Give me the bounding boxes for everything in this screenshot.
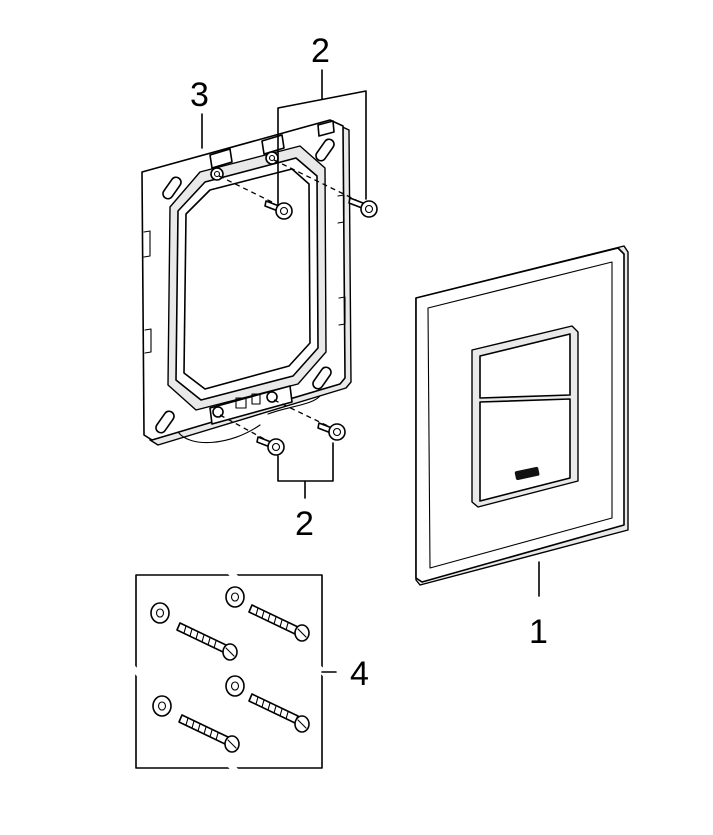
screw-axis-line — [273, 399, 329, 427]
flush-plate-icon — [415, 245, 629, 586]
wall-plug-screw-icon — [225, 586, 310, 642]
callout-wall-kit: 4 — [350, 655, 369, 693]
callout-plate: 1 — [529, 613, 548, 651]
callout-screws-bottom: 2 — [295, 505, 314, 543]
screw-axis-line — [218, 175, 275, 204]
screw-icon — [264, 200, 293, 220]
screw-icon — [348, 197, 378, 218]
screw-axis-line — [273, 159, 357, 201]
callout-frame: 3 — [190, 76, 209, 114]
leader-line-screws-top — [277, 69, 367, 206]
callout-screws-top: 2 — [311, 32, 330, 70]
brand-logo — [514, 466, 540, 481]
wall-plug-screw-icon — [225, 675, 310, 733]
leader-line-screws-bottom — [277, 442, 334, 499]
wall-plug-screw-icon — [152, 695, 240, 753]
screw-icon — [256, 436, 285, 456]
wall-fixing-kit — [130, 569, 337, 774]
wall-plug-screw-icon — [150, 602, 238, 661]
screw-icon — [317, 422, 346, 441]
mounting-frame — [141, 119, 352, 446]
